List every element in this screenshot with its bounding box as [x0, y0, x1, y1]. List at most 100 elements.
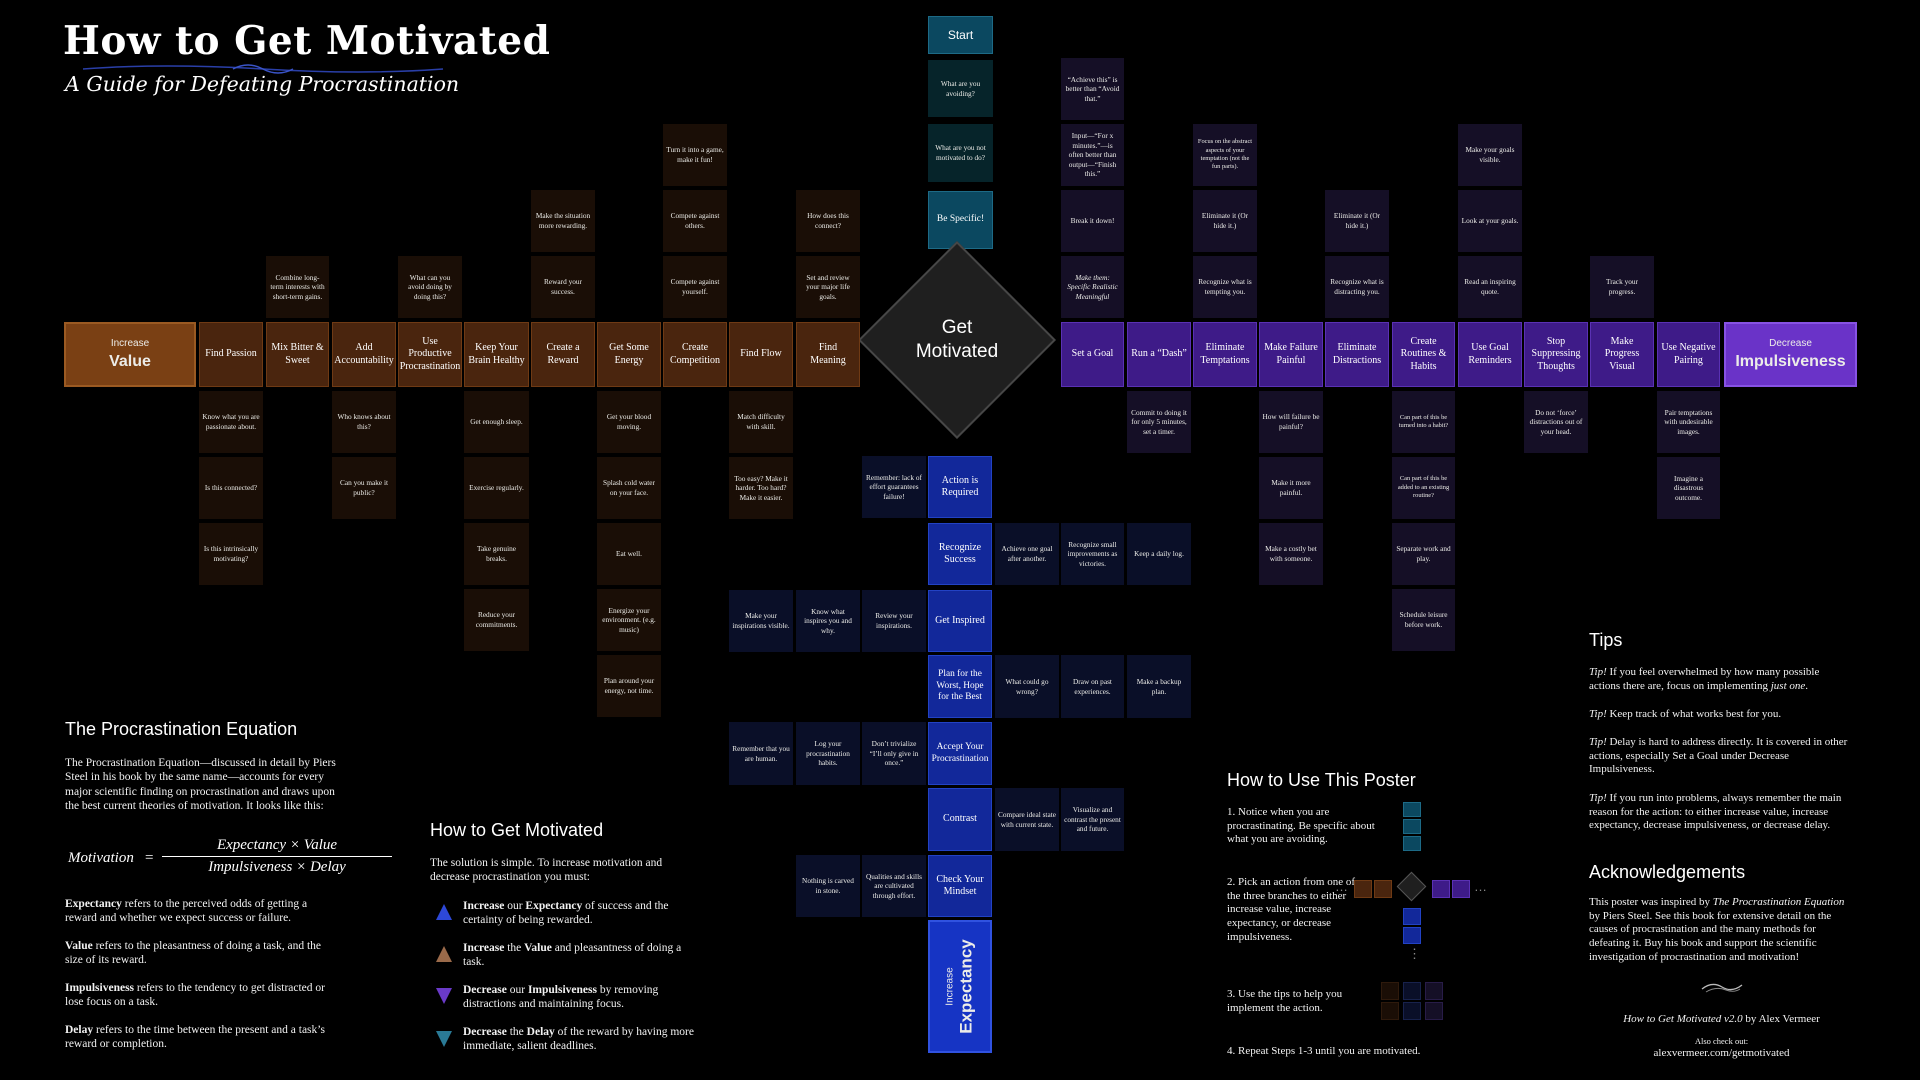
tip-tile: Match difficulty with skill. [729, 391, 793, 453]
tip-tile: Is this intrinsically motivating? [199, 523, 263, 585]
equation-equals: = [145, 850, 154, 866]
tip-tile: Imagine a disastrous outcome. [1657, 457, 1720, 519]
action-recognize-success[interactable]: Recognize Success [928, 523, 992, 585]
mini-start-tile [1403, 802, 1421, 817]
decrease-impulsiveness-arrow-icon [436, 988, 452, 1004]
increase-expectancy-arrow-icon [436, 904, 452, 920]
use-step-2: 2. Pick an action from one of the three … [1227, 876, 1355, 943]
tip-tile: Keep a daily log. [1127, 523, 1191, 585]
action-create-competition[interactable]: Create Competition [663, 322, 727, 387]
action-productive-procrastination[interactable]: Use Productive Procrastination [398, 322, 462, 387]
howto-heading: How to Get Motivated [430, 820, 604, 840]
tip-tile: Turn it into a game, make it fun! [663, 124, 727, 186]
howto-bullet-expectancy: Increase our Expectancy of success and t… [463, 900, 669, 927]
tip-tile: Track your progress. [1590, 256, 1654, 318]
tip-tile: Compete against others. [663, 190, 727, 252]
tip-tile: Read an inspiring quote. [1458, 256, 1522, 318]
increase-expectancy-verb: Increase [944, 967, 956, 1006]
action-check-mindset[interactable]: Check Your Mindset [928, 855, 992, 917]
tip-tile: Recognize what is distracting you. [1325, 256, 1389, 318]
tip-tile: Draw on past experiences. [1061, 655, 1124, 718]
start-node[interactable]: Start [928, 16, 993, 54]
tip-tile: Make your goals visible. [1458, 124, 1522, 186]
action-add-accountability[interactable]: Add Accountability [332, 322, 396, 387]
increase-value-arrow-icon [436, 946, 452, 962]
use-step-4: 4. Repeat Steps 1-3 until you are motiva… [1227, 1045, 1421, 1057]
action-eliminate-temptations[interactable]: Eliminate Temptations [1193, 322, 1257, 387]
decrease-delay-arrow-icon [436, 1031, 452, 1047]
tip-tile: Get enough sleep. [464, 391, 529, 453]
action-action-is-required[interactable]: Action is Required [928, 456, 992, 518]
action-make-progress-visual[interactable]: Make Progress Visual [1590, 322, 1654, 387]
tip-tile: Nothing is carved in stone. [796, 855, 860, 917]
tip-paragraph: Tip! If you run into problems, always re… [1589, 792, 1842, 832]
action-be-specific[interactable]: Be Specific! [928, 191, 993, 249]
action-mix-bitter-sweet[interactable]: Mix Bitter & Sweet [266, 322, 329, 387]
action-find-passion[interactable]: Find Passion [199, 322, 263, 387]
tip-tile: Do not ‘force’ distractions out of your … [1524, 391, 1588, 453]
action-contrast[interactable]: Contrast [928, 788, 992, 851]
action-create-routines[interactable]: Create Routines & Habits [1392, 322, 1455, 387]
increase-value-node[interactable]: Increase Value [64, 322, 196, 387]
howto-intro: The solution is simple. To increase moti… [430, 857, 663, 884]
tip-tile: Visualize and contrast the present and f… [1061, 788, 1124, 851]
tip-tile: Exercise regularly. [464, 457, 529, 519]
acknowledgements-text: This poster was inspired by The Procrast… [1589, 896, 1845, 963]
action-eliminate-distractions[interactable]: Eliminate Distractions [1325, 322, 1389, 387]
tip-tile: Know what you are passionate about. [199, 391, 263, 453]
action-create-reward[interactable]: Create a Reward [531, 322, 595, 387]
website-link[interactable]: alexvermeer.com/getmotivated [1653, 1047, 1790, 1059]
title-flourish-ornament [82, 64, 444, 74]
equation-heading: The Procrastination Equation [65, 719, 298, 739]
tip-tile: How does this connect? [796, 190, 860, 252]
tip-tile: Set and review your major life goals. [796, 256, 860, 318]
action-get-energy[interactable]: Get Some Energy [597, 322, 661, 387]
tip-tile: Input—“For x minutes.”—is often better t… [1061, 124, 1124, 186]
tip-tile: Look at your goals. [1458, 190, 1522, 252]
action-stop-suppressing-thoughts[interactable]: Stop Suppressing Thoughts [1524, 322, 1588, 387]
mini-ellipsis-left: … [1335, 879, 1349, 894]
increase-expectancy-node[interactable]: Increase Expectancy [928, 920, 992, 1053]
equation-denominator: Impulsiveness × Delay [208, 859, 346, 875]
tip-tile: Energize your environment. (e.g. music) [597, 589, 661, 651]
tip-paragraph: Tip! Delay is hard to address directly. … [1589, 736, 1848, 776]
action-run-dash[interactable]: Run a “Dash” [1127, 322, 1191, 387]
tip-tile: Review your inspirations. [862, 590, 926, 652]
mini-value-tile [1354, 880, 1372, 898]
tip-tile: Can part of this be turned into a habit? [1392, 391, 1455, 453]
mini-expectancy-tip [1403, 982, 1421, 1000]
mini-impulsiveness-tile [1452, 880, 1470, 898]
mini-expectancy-tip [1403, 1002, 1421, 1020]
action-use-goal-reminders[interactable]: Use Goal Reminders [1458, 322, 1522, 387]
tip-tile: Take genuine breaks. [464, 523, 529, 585]
action-plan-for-worst[interactable]: Plan for the Worst, Hope for the Best [928, 655, 992, 718]
action-set-goal[interactable]: Set a Goal [1061, 322, 1124, 387]
action-find-meaning[interactable]: Find Meaning [796, 322, 860, 387]
definition-value: Value refers to the pleasantness of doin… [65, 940, 322, 967]
tip-tile: Can part of this be added to an existing… [1392, 457, 1455, 519]
mini-start-tile [1403, 819, 1421, 834]
tip-tile: Reduce your commitments. [464, 589, 529, 651]
decrease-impulsiveness-verb: Decrease [1769, 338, 1812, 350]
decrease-impulsiveness-node[interactable]: Decrease Impulsiveness [1724, 322, 1857, 387]
tip-tile: Recognize what is tempting you. [1193, 256, 1257, 318]
action-accept-procrastination[interactable]: Accept Your Procrastination [928, 722, 992, 785]
tip-tile: Log your procrastination habits. [796, 722, 860, 785]
tip-tile: Qualities and skills are cultivated thro… [862, 855, 926, 917]
use-step-3: 3. Use the tips to help you implement th… [1227, 988, 1343, 1014]
action-keep-brain-healthy[interactable]: Keep Your Brain Healthy [464, 322, 529, 387]
tip-tile: Compare ideal state with current state. [995, 788, 1059, 851]
use-poster-heading: How to Use This Poster [1227, 770, 1416, 790]
action-find-flow[interactable]: Find Flow [729, 322, 793, 387]
action-make-failure-painful[interactable]: Make Failure Painful [1259, 322, 1323, 387]
tip-tile: Compete against yourself. [663, 256, 727, 318]
action-use-negative-pairing[interactable]: Use Negative Pairing [1657, 322, 1720, 387]
action-get-inspired[interactable]: Get Inspired [928, 590, 992, 652]
mini-ellipsis-right: … [1474, 879, 1488, 894]
tip-tile: “Achieve this” is better than “Avoid tha… [1061, 58, 1124, 120]
tip-tile: Is this connected? [199, 457, 263, 519]
howto-bullet-delay: Decrease the Delay of the reward by havi… [463, 1026, 694, 1053]
increase-value-verb: Increase [110, 338, 150, 350]
tip-tile: Focus on the abstract aspects of your te… [1193, 124, 1257, 186]
tip-tile: What could go wrong? [995, 655, 1059, 718]
